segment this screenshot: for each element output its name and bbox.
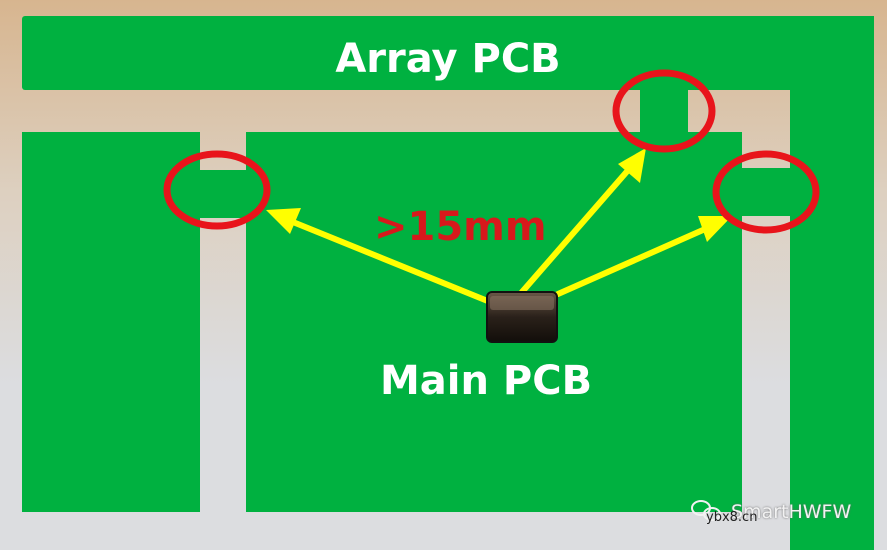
main-pcb-label: Main PCB bbox=[380, 358, 593, 404]
watermark-text: SmartHWFW bbox=[731, 501, 852, 523]
distance-arrow-left bbox=[266, 208, 503, 309]
watermark-site: ybx8.cn bbox=[706, 510, 758, 525]
tab-highlight-circle-left bbox=[163, 150, 271, 230]
distance-arrow-right bbox=[555, 216, 732, 297]
component-chip bbox=[486, 291, 558, 343]
distance-arrow-top bbox=[519, 148, 646, 295]
tab-highlight-circle-top bbox=[612, 69, 716, 153]
array-pcb-frame-right bbox=[790, 16, 874, 550]
breakaway-tab-left bbox=[198, 170, 248, 218]
array-pcb-frame-top bbox=[22, 16, 874, 90]
breakaway-tab-top bbox=[640, 88, 688, 134]
tab-highlight-circle-right bbox=[712, 150, 820, 234]
array-pcb-label: Array PCB bbox=[335, 36, 561, 82]
distance-label: >15mm bbox=[374, 204, 547, 250]
breakaway-tab-right bbox=[740, 168, 792, 216]
wechat-icon bbox=[691, 500, 721, 521]
